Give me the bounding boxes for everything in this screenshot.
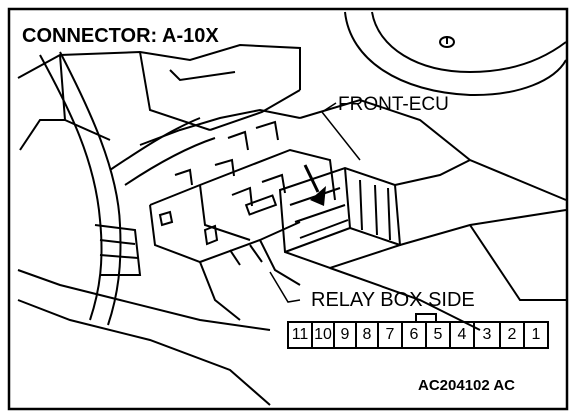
relay-box-side-label: RELAY BOX SIDE xyxy=(311,289,475,311)
ecu-connector xyxy=(278,166,402,270)
lower-left xyxy=(17,239,301,406)
pin-label: 8 xyxy=(362,326,372,343)
round-cover xyxy=(344,11,567,97)
pin-label: 11 xyxy=(291,326,309,343)
relay-box xyxy=(139,108,336,264)
pin-label: 9 xyxy=(340,326,350,343)
connector-title: CONNECTOR: A-10X xyxy=(22,25,219,47)
pin-label: 5 xyxy=(433,326,443,343)
connector-key xyxy=(415,313,437,322)
figure-code: AC204102 AC xyxy=(418,377,515,394)
upper-left-block xyxy=(17,43,301,151)
pin-label: 2 xyxy=(507,326,517,343)
right-body xyxy=(299,98,567,331)
pin-label: 10 xyxy=(314,326,332,343)
front-ecu-label: FRONT-ECU xyxy=(338,94,449,115)
pin-label: 4 xyxy=(457,326,467,343)
cables xyxy=(39,51,216,326)
pin-diagram-outline xyxy=(287,313,549,349)
pin-label: 7 xyxy=(385,326,395,343)
pointer-arrow xyxy=(303,164,326,206)
relay-leader-line xyxy=(269,271,301,303)
pin-label: 1 xyxy=(531,326,541,343)
pin-label: 3 xyxy=(482,326,492,343)
pin-label: 6 xyxy=(409,326,419,343)
outer-border xyxy=(7,7,569,411)
